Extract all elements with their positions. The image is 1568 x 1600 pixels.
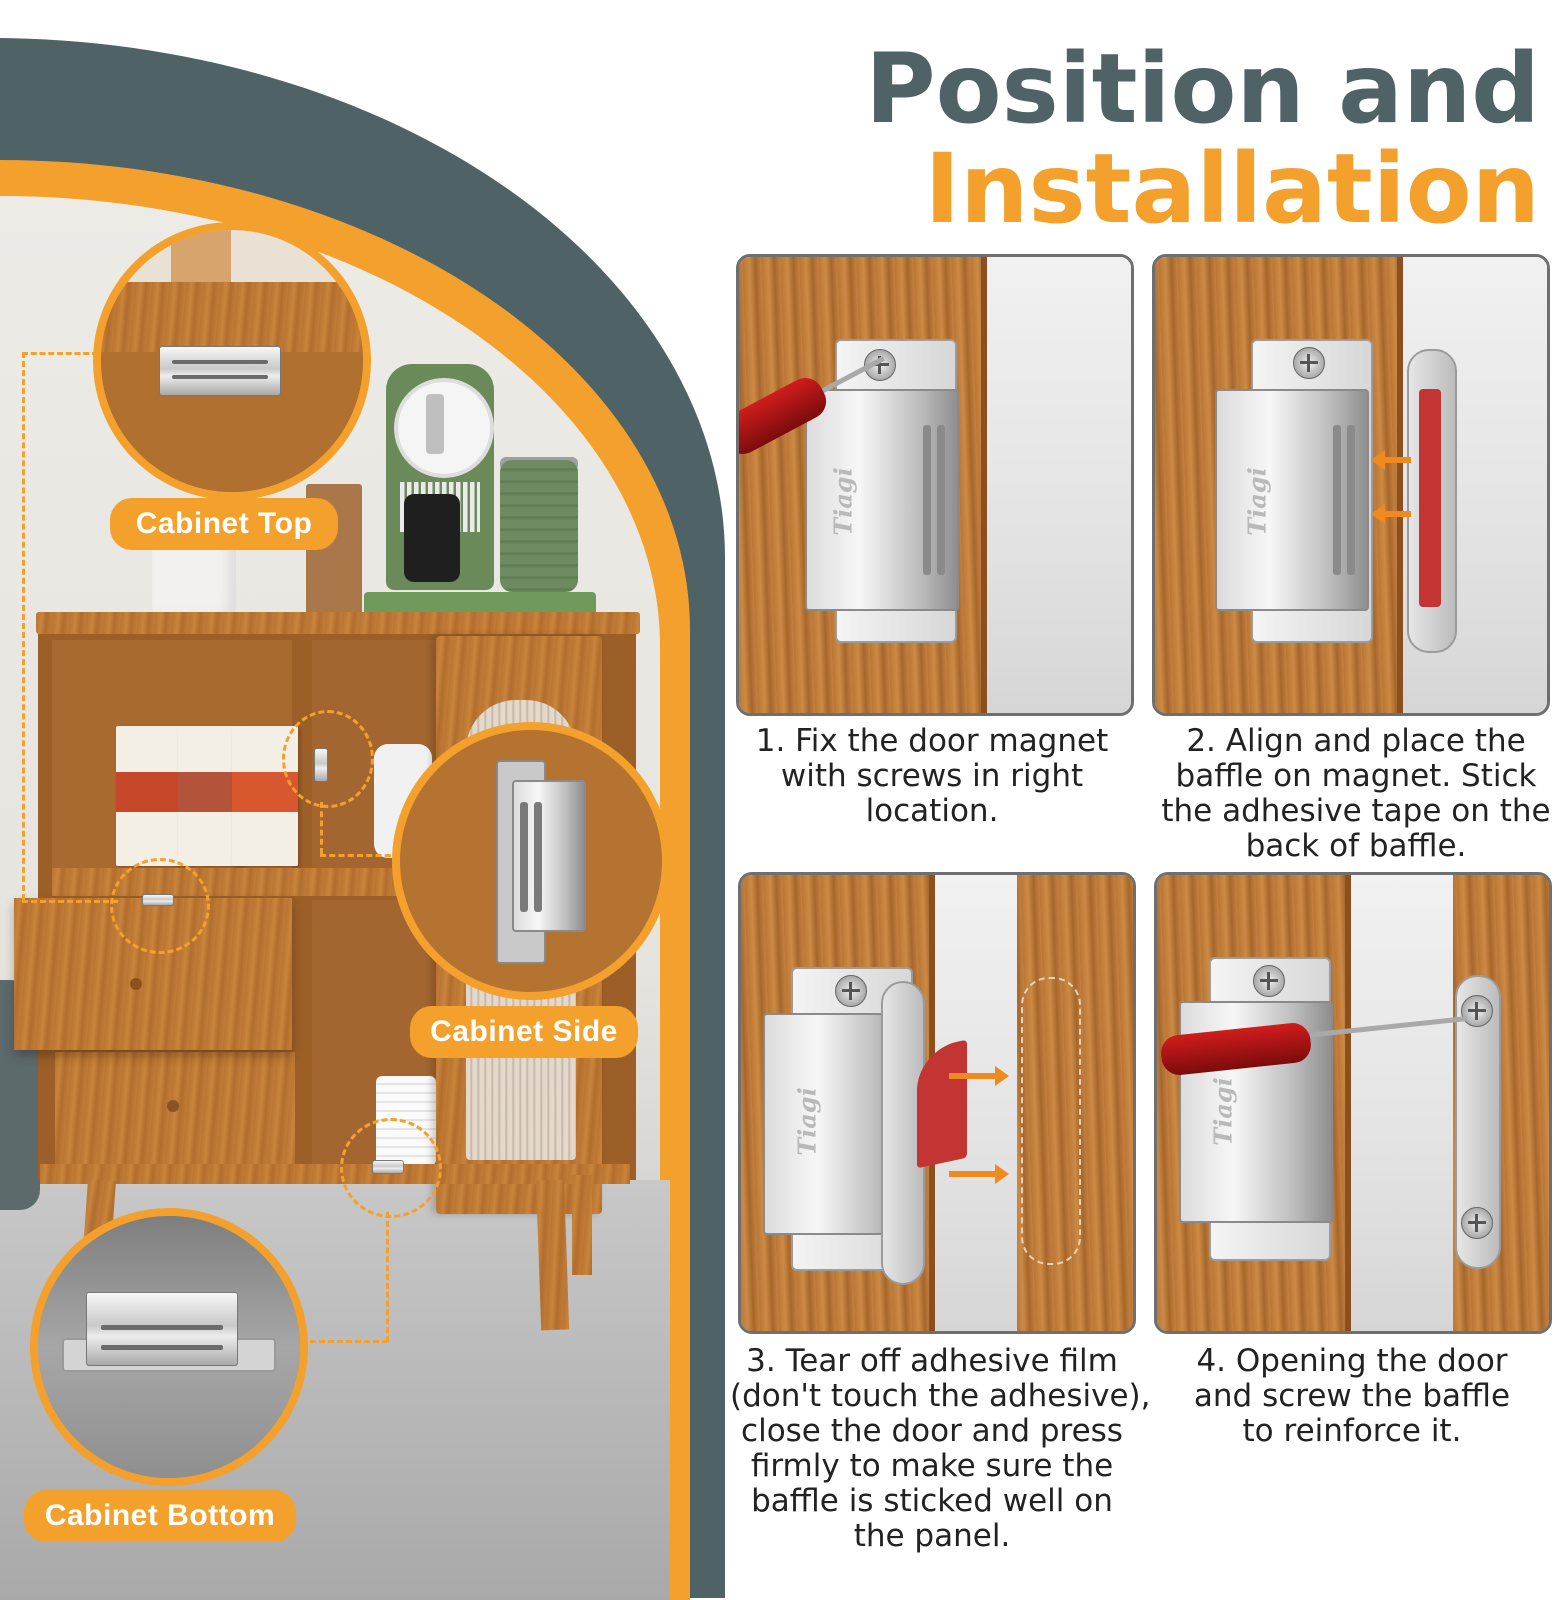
label-cabinet-top: Cabinet Top: [110, 498, 338, 550]
label-cabinet-bottom: Cabinet Bottom: [24, 1490, 296, 1542]
caption-line: (don't touch the adhesive),: [730, 1378, 1151, 1414]
caption-line: 2. Align and place the: [1186, 723, 1526, 759]
step-4-caption: 4. Opening the door and screw the baffle…: [1150, 1344, 1554, 1449]
step-2-caption: 2. Align and place the baffle on magnet.…: [1150, 724, 1562, 864]
caption-line: 1. Fix the door magnet: [755, 723, 1109, 759]
caption-line: close the door and press: [741, 1413, 1123, 1449]
step-2-photo: Tiagi: [1152, 254, 1550, 716]
placement-outline: [1021, 977, 1081, 1265]
cabinet-leg: [536, 1179, 570, 1331]
screw-icon: [1253, 965, 1285, 997]
highlight-circle: [282, 710, 374, 808]
screw-icon: [835, 975, 867, 1007]
caption-line: the panel.: [853, 1518, 1011, 1554]
caption-line: to reinforce it.: [1242, 1413, 1462, 1449]
cabinet-leg: [572, 1175, 592, 1275]
brand-mark: Tiagi: [1208, 1077, 1238, 1146]
arrow-left-icon: [1371, 450, 1411, 470]
arrow-right-icon: [949, 1066, 1009, 1086]
milk-frother: [500, 460, 578, 592]
connector-line: [22, 352, 25, 900]
brand-mark: Tiagi: [1242, 467, 1272, 536]
highlight-circle: [340, 1118, 442, 1218]
caption-line: back of baffle.: [1245, 828, 1467, 864]
product-box: [116, 726, 182, 866]
cabinet-top-board: [36, 612, 640, 634]
drawer-knob: [130, 978, 142, 990]
cabinet-drawer-lower: [55, 1052, 295, 1164]
cabinet-base: [40, 1164, 630, 1184]
cabinet-latch: [86, 1292, 238, 1366]
zoom-cabinet-top: [93, 222, 371, 500]
drawer-knob: [167, 1100, 179, 1112]
connector-line: [22, 352, 98, 355]
brand-mark: Tiagi: [828, 467, 858, 536]
caption-line: firmly to make sure the: [750, 1448, 1114, 1484]
coffee-machine: [386, 364, 494, 590]
connector-line: [320, 854, 400, 857]
step-3-caption: 3. Tear off adhesive film (don't touch t…: [730, 1343, 1151, 1554]
caption-line: with screws in right: [780, 758, 1084, 794]
arrow-left-icon: [1371, 504, 1411, 524]
connector-line: [292, 1340, 388, 1343]
arrow-right-icon: [949, 1164, 1009, 1184]
zoom-cabinet-side: [392, 722, 670, 1000]
screw-icon: [1461, 995, 1493, 1027]
connector-line: [386, 1212, 389, 1342]
caption-line: 3. Tear off adhesive film: [746, 1343, 1118, 1379]
connector-line: [22, 900, 118, 903]
caption-line: the adhesive tape on the: [1161, 793, 1551, 829]
zoom-cabinet-bottom: [30, 1208, 308, 1486]
label-cabinet-side: Cabinet Side: [410, 1006, 638, 1058]
caption-line: and screw the baffle: [1193, 1378, 1511, 1414]
step-4-photo: Tiagi: [1154, 872, 1552, 1334]
screw-icon: [1461, 1207, 1493, 1239]
caption-line: location.: [865, 793, 999, 829]
caption-line: baffle on magnet. Stick: [1175, 758, 1537, 794]
cabinet-latch: [159, 346, 281, 396]
caption-line: 4. Opening the door: [1196, 1343, 1508, 1379]
highlight-circle: [110, 858, 210, 954]
screw-icon: [1293, 347, 1325, 379]
caption-line: baffle is sticked well on: [751, 1483, 1113, 1519]
step-3-photo: Tiagi: [738, 872, 1136, 1334]
step-1-photo: Tiagi: [736, 254, 1134, 716]
connector-line: [320, 802, 323, 854]
title-line-1: Position and: [865, 33, 1540, 145]
brand-mark: Tiagi: [792, 1087, 822, 1156]
step-1-caption: 1. Fix the door magnet with screws in ri…: [730, 724, 1134, 829]
adhesive-tape: [1419, 389, 1441, 607]
